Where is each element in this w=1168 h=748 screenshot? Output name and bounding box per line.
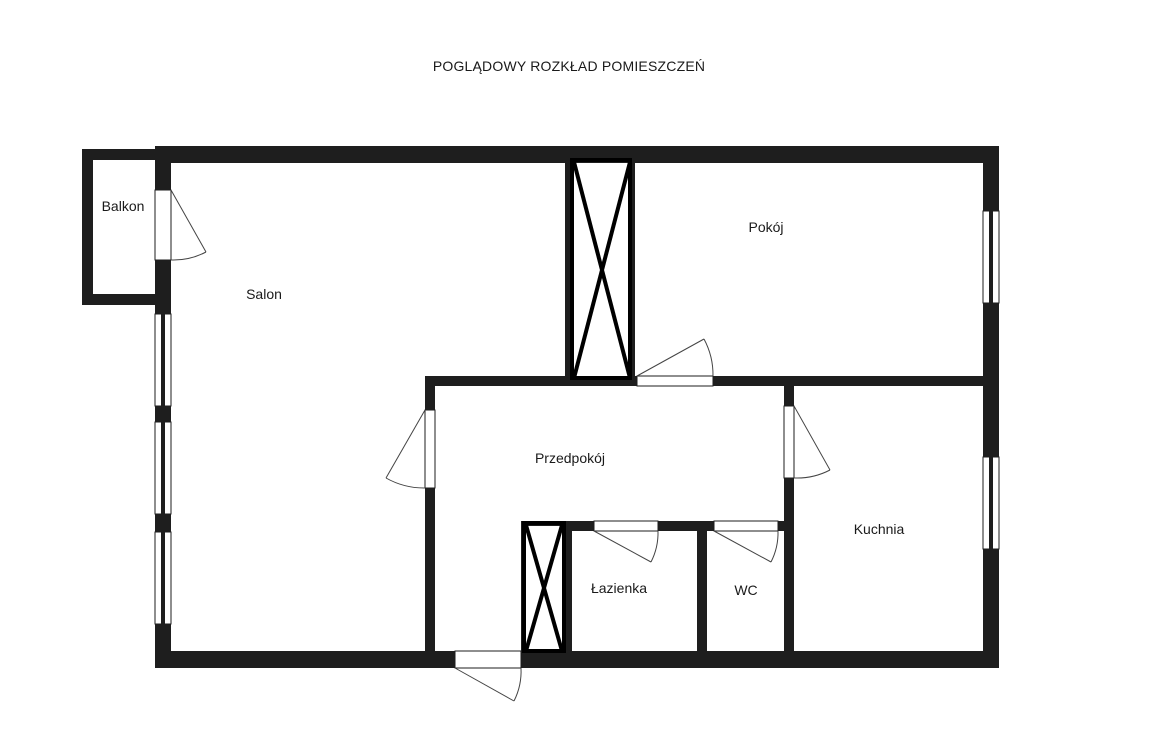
- walls: [82, 146, 999, 668]
- wall-bottom: [155, 651, 999, 668]
- balcony-wall-bottom: [82, 294, 171, 305]
- wall-bath-top: [562, 521, 794, 531]
- window-kuchnia: [982, 456, 1000, 550]
- window-salon-1: [154, 313, 172, 407]
- room-label-wc: WC: [734, 582, 757, 598]
- room-label-lazienka: Łazienka: [591, 580, 647, 596]
- doors: [154, 189, 831, 702]
- room-label-balkon: Balkon: [102, 198, 145, 214]
- door-entrance: [454, 650, 522, 702]
- door-pokoj: [636, 338, 714, 387]
- shaft-top: [570, 158, 632, 380]
- room-label-przedpokoj: Przedpokój: [535, 450, 605, 466]
- wall-hall-left: [425, 376, 435, 668]
- window-salon-3: [154, 531, 172, 625]
- window-pokoj: [982, 210, 1000, 304]
- balcony-wall-top: [82, 149, 171, 160]
- wall-salon-pokoj: [565, 146, 572, 382]
- door-lazienka: [593, 520, 659, 563]
- shaft-bottom: [522, 521, 566, 653]
- room-labels: Balkon Salon Pokój Przedpokój Kuchnia Ła…: [102, 198, 905, 598]
- windows: [154, 210, 1000, 625]
- door-balkon: [154, 189, 207, 261]
- room-label-salon: Salon: [246, 286, 282, 302]
- window-salon-2: [154, 421, 172, 515]
- balcony-wall-left: [82, 149, 93, 305]
- door-wc: [713, 520, 779, 563]
- room-label-pokoj: Pokój: [748, 219, 783, 235]
- wall-top: [163, 146, 999, 163]
- door-kuchnia: [783, 405, 831, 479]
- wall-bath-left: [562, 521, 572, 668]
- plan-title: POGLĄDOWY ROZKŁAD POMIESZCZEŃ: [432, 58, 706, 74]
- door-salon: [385, 409, 436, 489]
- room-label-kuchnia: Kuchnia: [854, 521, 905, 537]
- wall-bath-wc: [697, 521, 707, 668]
